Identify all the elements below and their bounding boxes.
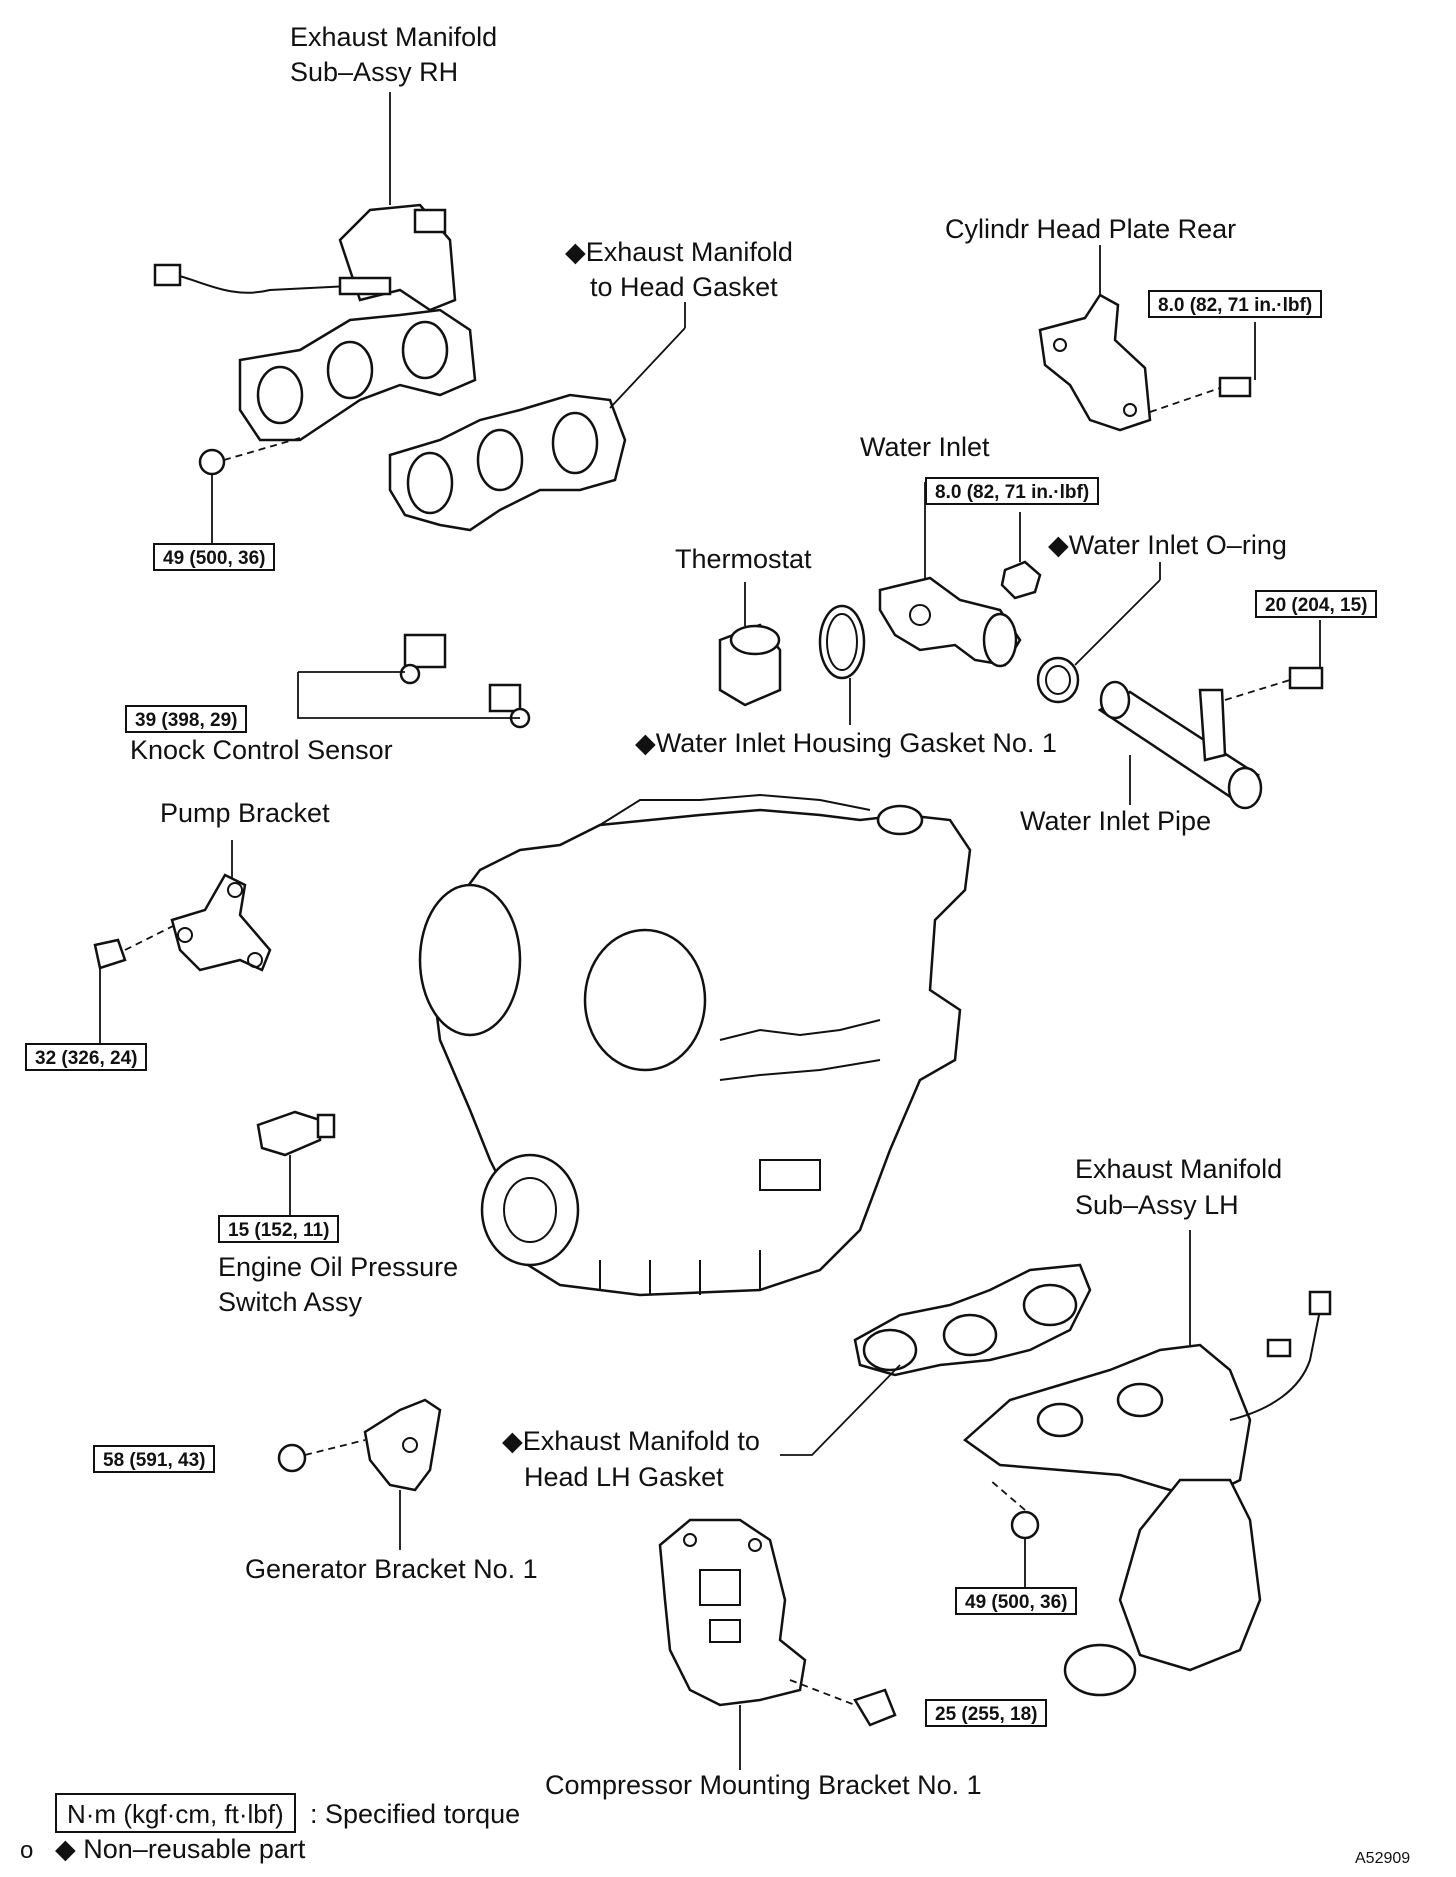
label-water-inlet-pipe: Water Inlet Pipe [1020,806,1212,836]
torque-head-plate-bolt: 8.0 (82, 71 in.·lbf) [1148,290,1323,318]
label-exhaust-gasket-line2: to Head Gasket [590,272,778,302]
torque-oil-pressure-switch: 15 (152, 11) [218,1215,340,1243]
label-exhaust-manifold-lh-line1: Exhaust Manifold [1075,1154,1283,1184]
torque-knock-sensor: 39 (398, 29) [125,705,248,733]
label-lh-gasket-line2: Head LH Gasket [524,1462,724,1492]
label-water-inlet-housing-gasket: ◆Water Inlet Housing Gasket No. 1 [635,728,1057,758]
label-compressor-bracket: Compressor Mounting Bracket No. 1 [545,1770,982,1800]
torque-generator-bracket-nut: 58 (591, 43) [93,1445,216,1473]
label-exhaust-manifold-rh-line1: Exhaust Manifold [290,22,498,52]
pump-bracket-drawing [93,840,272,1045]
legend-bullet: o [20,1837,34,1864]
engine-block-drawing [418,793,972,1297]
torque-lh-manifold-nut: 49 (500, 36) [955,1587,1078,1615]
figure-id: A52909 [1355,1850,1411,1867]
compressor-bracket-drawing [658,1518,897,1770]
label-oil-pressure-line2: Switch Assy [218,1287,363,1317]
label-thermostat: Thermostat [675,544,812,574]
oil-pressure-switch-drawing [256,1110,336,1220]
label-pump-bracket: Pump Bracket [160,798,330,828]
torque-water-inlet-nut: 8.0 (82, 71 in.·lbf) [925,477,1100,505]
torque-rh-manifold-nut: 49 (500, 36) [153,543,276,571]
exhaust-gasket-rh-drawing [388,302,686,532]
label-water-inlet-oring: ◆Water Inlet O–ring [1048,530,1287,560]
torque-compressor-bracket-bolt: 25 (255, 18) [925,1699,1048,1727]
label-cylinder-head-plate: Cylindr Head Plate Rear [945,214,1237,244]
exhaust-gasket-lh-drawing [780,1263,1092,1456]
label-generator-bracket: Generator Bracket No. 1 [245,1554,538,1584]
thermostat-drawing [718,562,1161,725]
label-oil-pressure-line1: Engine Oil Pressure [218,1252,459,1282]
exhaust-manifold-rh-drawing [153,92,477,546]
label-water-inlet: Water Inlet [860,432,990,462]
generator-bracket-drawing [277,1398,442,1550]
label-lh-gasket-line1: ◆Exhaust Manifold to [502,1426,760,1456]
water-inlet-drawing [878,482,1042,668]
torque-pump-bracket-bolt: 32 (326, 24) [25,1043,148,1071]
label-exhaust-manifold-rh-line2: Sub–Assy RH [290,57,459,87]
knock-sensor-drawing [297,633,531,729]
legend-torque-text: : Specified torque [310,1799,521,1829]
exhaust-manifold-lh-drawing [962,1230,1332,1697]
legend-torque-unit-box: N·m (kgf·cm, ft·lbf) [55,1793,296,1833]
label-exhaust-gasket-line1: ◆Exhaust Manifold [565,237,793,267]
label-exhaust-manifold-lh-line2: Sub–Assy LH [1075,1190,1239,1220]
water-inlet-pipe-drawing [1097,620,1324,810]
legend-nonreusable-text: ◆ Non–reusable part [55,1834,306,1864]
cylinder-head-plate-drawing [1038,245,1256,432]
torque-water-pipe-bolt: 20 (204, 15) [1255,590,1378,618]
label-knock-control-sensor: Knock Control Sensor [130,735,393,765]
